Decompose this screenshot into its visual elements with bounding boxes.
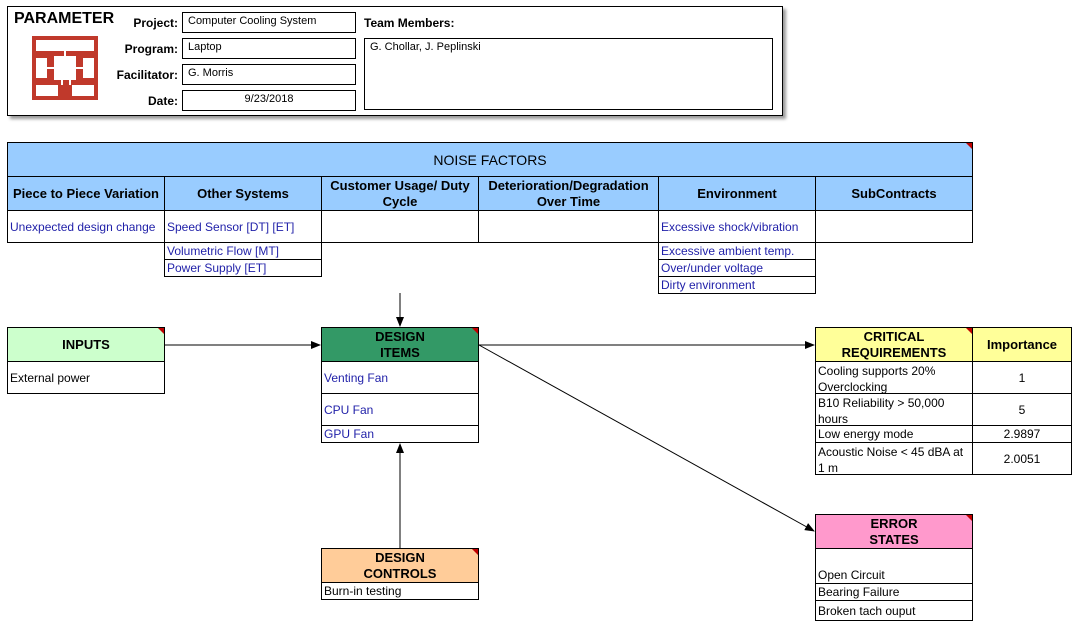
- date-label: Date:: [147, 94, 178, 108]
- program-field[interactable]: Laptop: [182, 38, 356, 59]
- noise-factors-title: NOISE FACTORS: [7, 142, 973, 177]
- design-controls-title-line2: CONTROLS: [363, 565, 437, 581]
- design-controls-title-line1: DESIGN: [375, 549, 425, 565]
- parameter-logo-icon: [32, 36, 98, 100]
- noise-factors-title-text: NOISE FACTORS: [433, 151, 547, 168]
- design-controls-header: DESIGN CONTROLS: [321, 548, 479, 583]
- team-members-field[interactable]: G. Chollar, J. Peplinski: [364, 38, 773, 110]
- noise-item[interactable]: Dirty environment: [658, 276, 816, 294]
- requirement-cell[interactable]: Cooling supports 20% Overclocking: [815, 361, 973, 394]
- noise-col-subcontracts: SubContracts: [815, 176, 973, 211]
- critical-requirements-header: CRITICAL REQUIREMENTS: [815, 327, 973, 362]
- critical-title-line1: CRITICAL: [863, 328, 925, 344]
- noise-item[interactable]: Excessive ambient temp.: [658, 242, 816, 260]
- importance-cell[interactable]: 1: [972, 361, 1072, 394]
- design-items-title-line1: DESIGN: [375, 328, 425, 344]
- noise-col-deterioration: Deterioration/Degradation Over Time: [478, 176, 659, 211]
- team-members-label: Team Members:: [364, 16, 455, 30]
- importance-cell[interactable]: 5: [972, 393, 1072, 426]
- requirement-cell[interactable]: B10 Reliability > 50,000 hours: [815, 393, 973, 426]
- design-item[interactable]: GPU Fan: [321, 425, 479, 443]
- noise-empty-cell[interactable]: [321, 210, 479, 243]
- requirement-cell[interactable]: Low energy mode: [815, 425, 973, 443]
- design-control-item[interactable]: Burn-in testing: [321, 582, 479, 600]
- inputs-title: INPUTS: [62, 336, 110, 352]
- noise-item[interactable]: Excessive shock/vibration: [658, 210, 816, 243]
- app-title: PARAMETER: [14, 10, 115, 27]
- error-states-header: ERROR STATES: [815, 514, 973, 549]
- design-items-title-line2: ITEMS: [380, 344, 420, 360]
- noise-item[interactable]: Power Supply [ET]: [164, 259, 322, 277]
- facilitator-field[interactable]: G. Morris: [182, 64, 356, 85]
- critical-title-line2: REQUIREMENTS: [841, 344, 947, 360]
- error-state-item[interactable]: Open Circuit: [815, 548, 973, 583]
- noise-item[interactable]: Unexpected design change: [7, 210, 165, 243]
- error-state-item[interactable]: Broken tach ouput: [815, 600, 973, 621]
- design-item[interactable]: Venting Fan: [321, 361, 479, 394]
- importance-cell[interactable]: 2.0051: [972, 442, 1072, 475]
- arrow-design-to-error: [478, 344, 815, 532]
- project-field[interactable]: Computer Cooling System: [182, 12, 356, 33]
- date-field[interactable]: 9/23/2018: [182, 90, 356, 111]
- importance-header: Importance: [972, 327, 1072, 362]
- design-items-header: DESIGN ITEMS: [321, 327, 479, 362]
- design-item[interactable]: CPU Fan: [321, 393, 479, 426]
- input-item[interactable]: External power: [7, 361, 165, 394]
- facilitator-label: Facilitator:: [116, 68, 178, 82]
- requirement-cell[interactable]: Acoustic Noise < 45 dBA at 1 m: [815, 442, 973, 475]
- project-label: Project:: [133, 16, 178, 30]
- program-label: Program:: [124, 42, 178, 56]
- error-title-line2: STATES: [869, 531, 919, 547]
- inputs-header: INPUTS: [7, 327, 165, 362]
- noise-col-other-systems: Other Systems: [164, 176, 322, 211]
- noise-empty-cell[interactable]: [815, 210, 973, 243]
- error-title-line1: ERROR: [870, 515, 918, 531]
- noise-item[interactable]: Speed Sensor [DT] [ET]: [164, 210, 322, 243]
- noise-empty-cell[interactable]: [478, 210, 659, 243]
